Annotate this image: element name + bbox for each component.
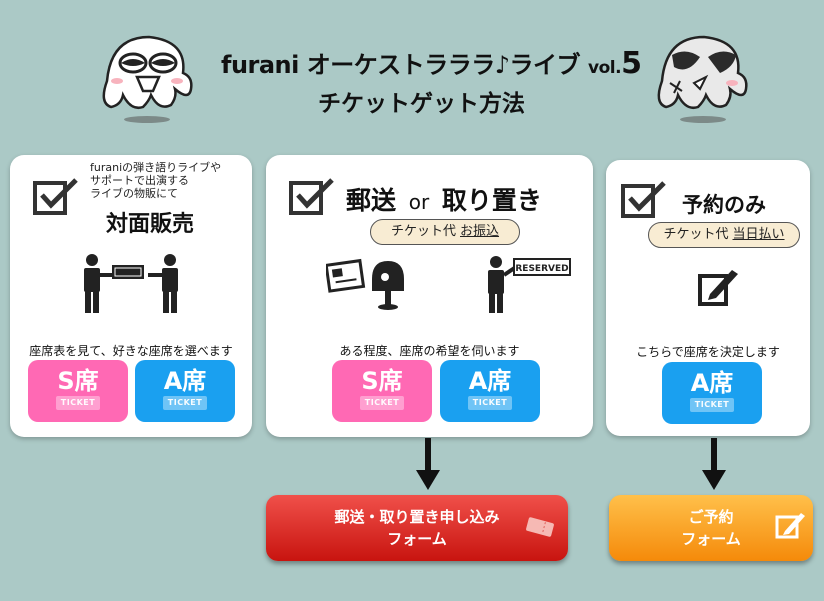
pen-and-paper-icon [698,270,738,306]
mail-postbox-icon [326,258,404,310]
seat-a-label: A席 [468,367,512,395]
pen-and-paper-icon [775,513,805,539]
mascot-right-shadow [680,116,726,123]
ticket-icon: TICKET [163,396,207,410]
reserved-sign-text: RESERVED [515,264,568,274]
seat-a-button[interactable]: A席 TICKET [440,360,540,422]
page-subtitle: チケットゲット方法 [318,91,525,117]
ticket-icon: TICKET [360,396,404,410]
ticket-icon: TICKET [56,396,100,410]
reservation-pill-value: 当日払い [732,227,785,242]
mail-form-label-line1: 郵送・取り置き申し込み [334,508,500,526]
title-vol-number: 5 [621,46,642,81]
ticket-icon: TICKET [468,396,512,410]
ticket-icon: TICKET [690,398,734,412]
reservation-caption: こちらで座席を決定します [636,345,780,359]
reservation-form-button[interactable]: ご予約 フォーム [609,495,813,561]
checkbox-checked-icon [33,178,78,215]
reservation-form-label-line2: フォーム [681,530,741,548]
seat-s-label: S席 [361,367,403,395]
face-sales-caption: 座席表を見て、好きな座席を選べます [29,344,233,358]
ticket-icon [526,517,554,537]
seat-a-button[interactable]: A席 TICKET [662,362,762,424]
mail-title-or: or [408,190,430,214]
seat-a-button[interactable]: A席 TICKET [135,360,235,422]
arrow-down-icon [702,438,726,490]
seat-a-label: A席 [163,367,207,395]
title-vol: vol. [588,58,622,78]
mail-hold-title: 郵送 or 取り置き [346,181,542,217]
title-main: furani オーケストラララ♪ライブ [221,51,581,79]
face-sales-note: furaniの弾き語りライブや サポートで出演する ライブの物販にて [90,161,222,200]
reservation-form-label-line1: ご予約 [688,508,734,526]
face-sales-title: 対面販売 [106,212,195,237]
reservation-title: 予約のみ [682,193,766,217]
mail-hold-form-button[interactable]: 郵送・取り置き申し込み フォーム [266,495,568,561]
reservation-payment-pill: チケット代当日払い [648,222,800,248]
mail-form-label-line2: フォーム [387,530,447,548]
page-title: furani オーケストラララ♪ライブ vol.5 [221,45,642,81]
mail-title-part: 郵送 [346,186,397,215]
seat-s-label: S席 [57,367,99,395]
seat-s-button[interactable]: S席 TICKET [332,360,432,422]
checkbox-checked-icon [289,178,334,215]
checkbox-checked-icon [621,181,666,218]
mascot-right-illustration [652,33,752,119]
card-face-to-face: furaniの弾き語りライブや サポートで出演する ライブの物販にて 対面販売 … [10,155,252,437]
hold-title-part: 取り置き [441,186,542,215]
mail-hold-caption: ある程度、座席の希望を伺います [339,344,520,358]
mascot-left-shadow [124,116,170,123]
card-mail-or-hold: 郵送 or 取り置き チケット代お振込 RESERVED ある程度、座席の希望を… [266,155,593,437]
ticket-handover-icon [84,254,178,313]
arrow-down-icon [416,438,440,490]
mail-payment-pill: チケット代お振込 [370,219,520,245]
seat-a-label: A席 [690,369,734,397]
reservation-pill-label: チケット代 [663,227,729,242]
mail-pill-value: お振込 [460,224,500,239]
mail-pill-label: チケット代 [390,224,456,239]
reserved-person-icon: RESERVED [488,256,571,313]
seat-s-button[interactable]: S席 TICKET [28,360,128,422]
mascot-left-illustration [97,33,197,119]
card-reservation-only: 予約のみ チケット代当日払い こちらで座席を決定します A席 TICKET [606,160,810,436]
